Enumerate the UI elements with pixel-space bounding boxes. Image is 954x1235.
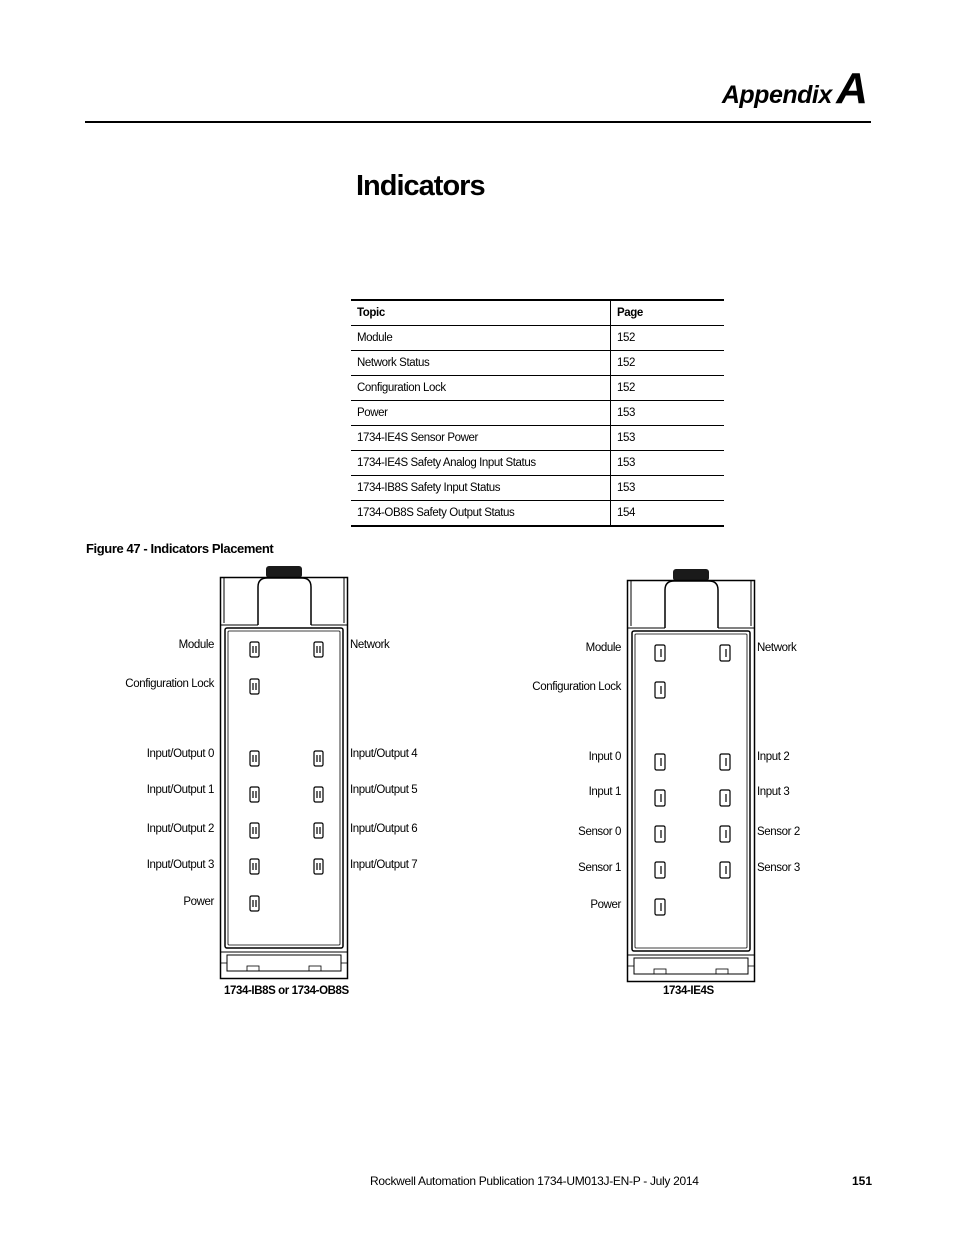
page-title: Indicators bbox=[356, 170, 486, 202]
header-rule bbox=[85, 121, 871, 123]
label-sensor-0: Sensor 0 bbox=[578, 826, 621, 838]
page-cell: 152 bbox=[610, 350, 724, 376]
page-cell: 153 bbox=[610, 450, 724, 476]
figure-caption: Figure 47 - Indicators Placement bbox=[86, 541, 274, 556]
label-input-output-2: Input/Output 2 bbox=[146, 823, 215, 835]
label-input-0: Input 0 bbox=[588, 751, 622, 763]
label-network: Network bbox=[757, 642, 797, 654]
page-cell: 153 bbox=[610, 475, 724, 501]
label-sensor-2: Sensor 2 bbox=[757, 826, 800, 838]
column-header-page: Page bbox=[610, 299, 724, 326]
label-input-1: Input 1 bbox=[588, 786, 622, 798]
appendix-letter: A bbox=[836, 64, 868, 113]
module-caption-ie4s: 1734-IE4S bbox=[663, 985, 714, 997]
label-sensor-3: Sensor 3 bbox=[757, 862, 800, 874]
label-power: Power bbox=[590, 899, 621, 911]
appendix-word: Appendix bbox=[721, 81, 832, 109]
topic-cell: Configuration Lock bbox=[351, 375, 611, 401]
label-module: Module bbox=[585, 642, 622, 654]
topic-cell: 1734-IE4S Sensor Power bbox=[351, 425, 611, 451]
module-caption-ib8s-ob8s: 1734-IB8S or 1734-OB8S bbox=[224, 985, 349, 997]
label-input-output-1: Input/Output 1 bbox=[146, 784, 215, 796]
footer-page-number: 151 bbox=[852, 1174, 873, 1188]
label-input-output-4: Input/Output 4 bbox=[350, 748, 418, 760]
led-indicators bbox=[654, 644, 731, 916]
label-input-output-7: Input/Output 7 bbox=[350, 859, 418, 871]
footer-publication: Rockwell Automation Publication 1734-UM0… bbox=[370, 1174, 699, 1188]
module-ib8s-ob8s-drawing bbox=[219, 566, 349, 980]
table-header-row: Topic Page bbox=[351, 299, 724, 326]
label-input-output-0: Input/Output 0 bbox=[146, 748, 215, 760]
page-cell: 153 bbox=[610, 425, 724, 451]
topic-cell: 1734-OB8S Safety Output Status bbox=[351, 500, 611, 527]
label-network: Network bbox=[350, 639, 390, 651]
label-input-output-6: Input/Output 6 bbox=[350, 823, 418, 835]
topic-cell: Module bbox=[351, 325, 611, 351]
label-power: Power bbox=[183, 896, 214, 908]
module-ie4s-drawing bbox=[626, 569, 756, 983]
label-input-2: Input 2 bbox=[757, 751, 790, 763]
label-input-3: Input 3 bbox=[757, 786, 790, 798]
topic-cell: 1734-IB8S Safety Input Status bbox=[351, 475, 611, 501]
column-header-topic: Topic bbox=[351, 299, 611, 326]
page-cell: 153 bbox=[610, 400, 724, 426]
led-indicators bbox=[249, 641, 324, 912]
label-input-output-5: Input/Output 5 bbox=[350, 784, 418, 796]
label-configuration-lock: Configuration Lock bbox=[125, 678, 214, 690]
topic-cell: Power bbox=[351, 400, 611, 426]
label-sensor-1: Sensor 1 bbox=[578, 862, 621, 874]
topic-cell: 1734-IE4S Safety Analog Input Status bbox=[351, 450, 611, 476]
label-module: Module bbox=[178, 639, 215, 651]
label-input-output-3: Input/Output 3 bbox=[146, 859, 215, 871]
page-cell: 154 bbox=[610, 500, 724, 527]
appendix-heading: Appendix A bbox=[722, 64, 868, 114]
page-cell: 152 bbox=[610, 375, 724, 401]
topic-cell: Network Status bbox=[351, 350, 611, 376]
label-configuration-lock: Configuration Lock bbox=[532, 681, 621, 693]
page-cell: 152 bbox=[610, 325, 724, 351]
